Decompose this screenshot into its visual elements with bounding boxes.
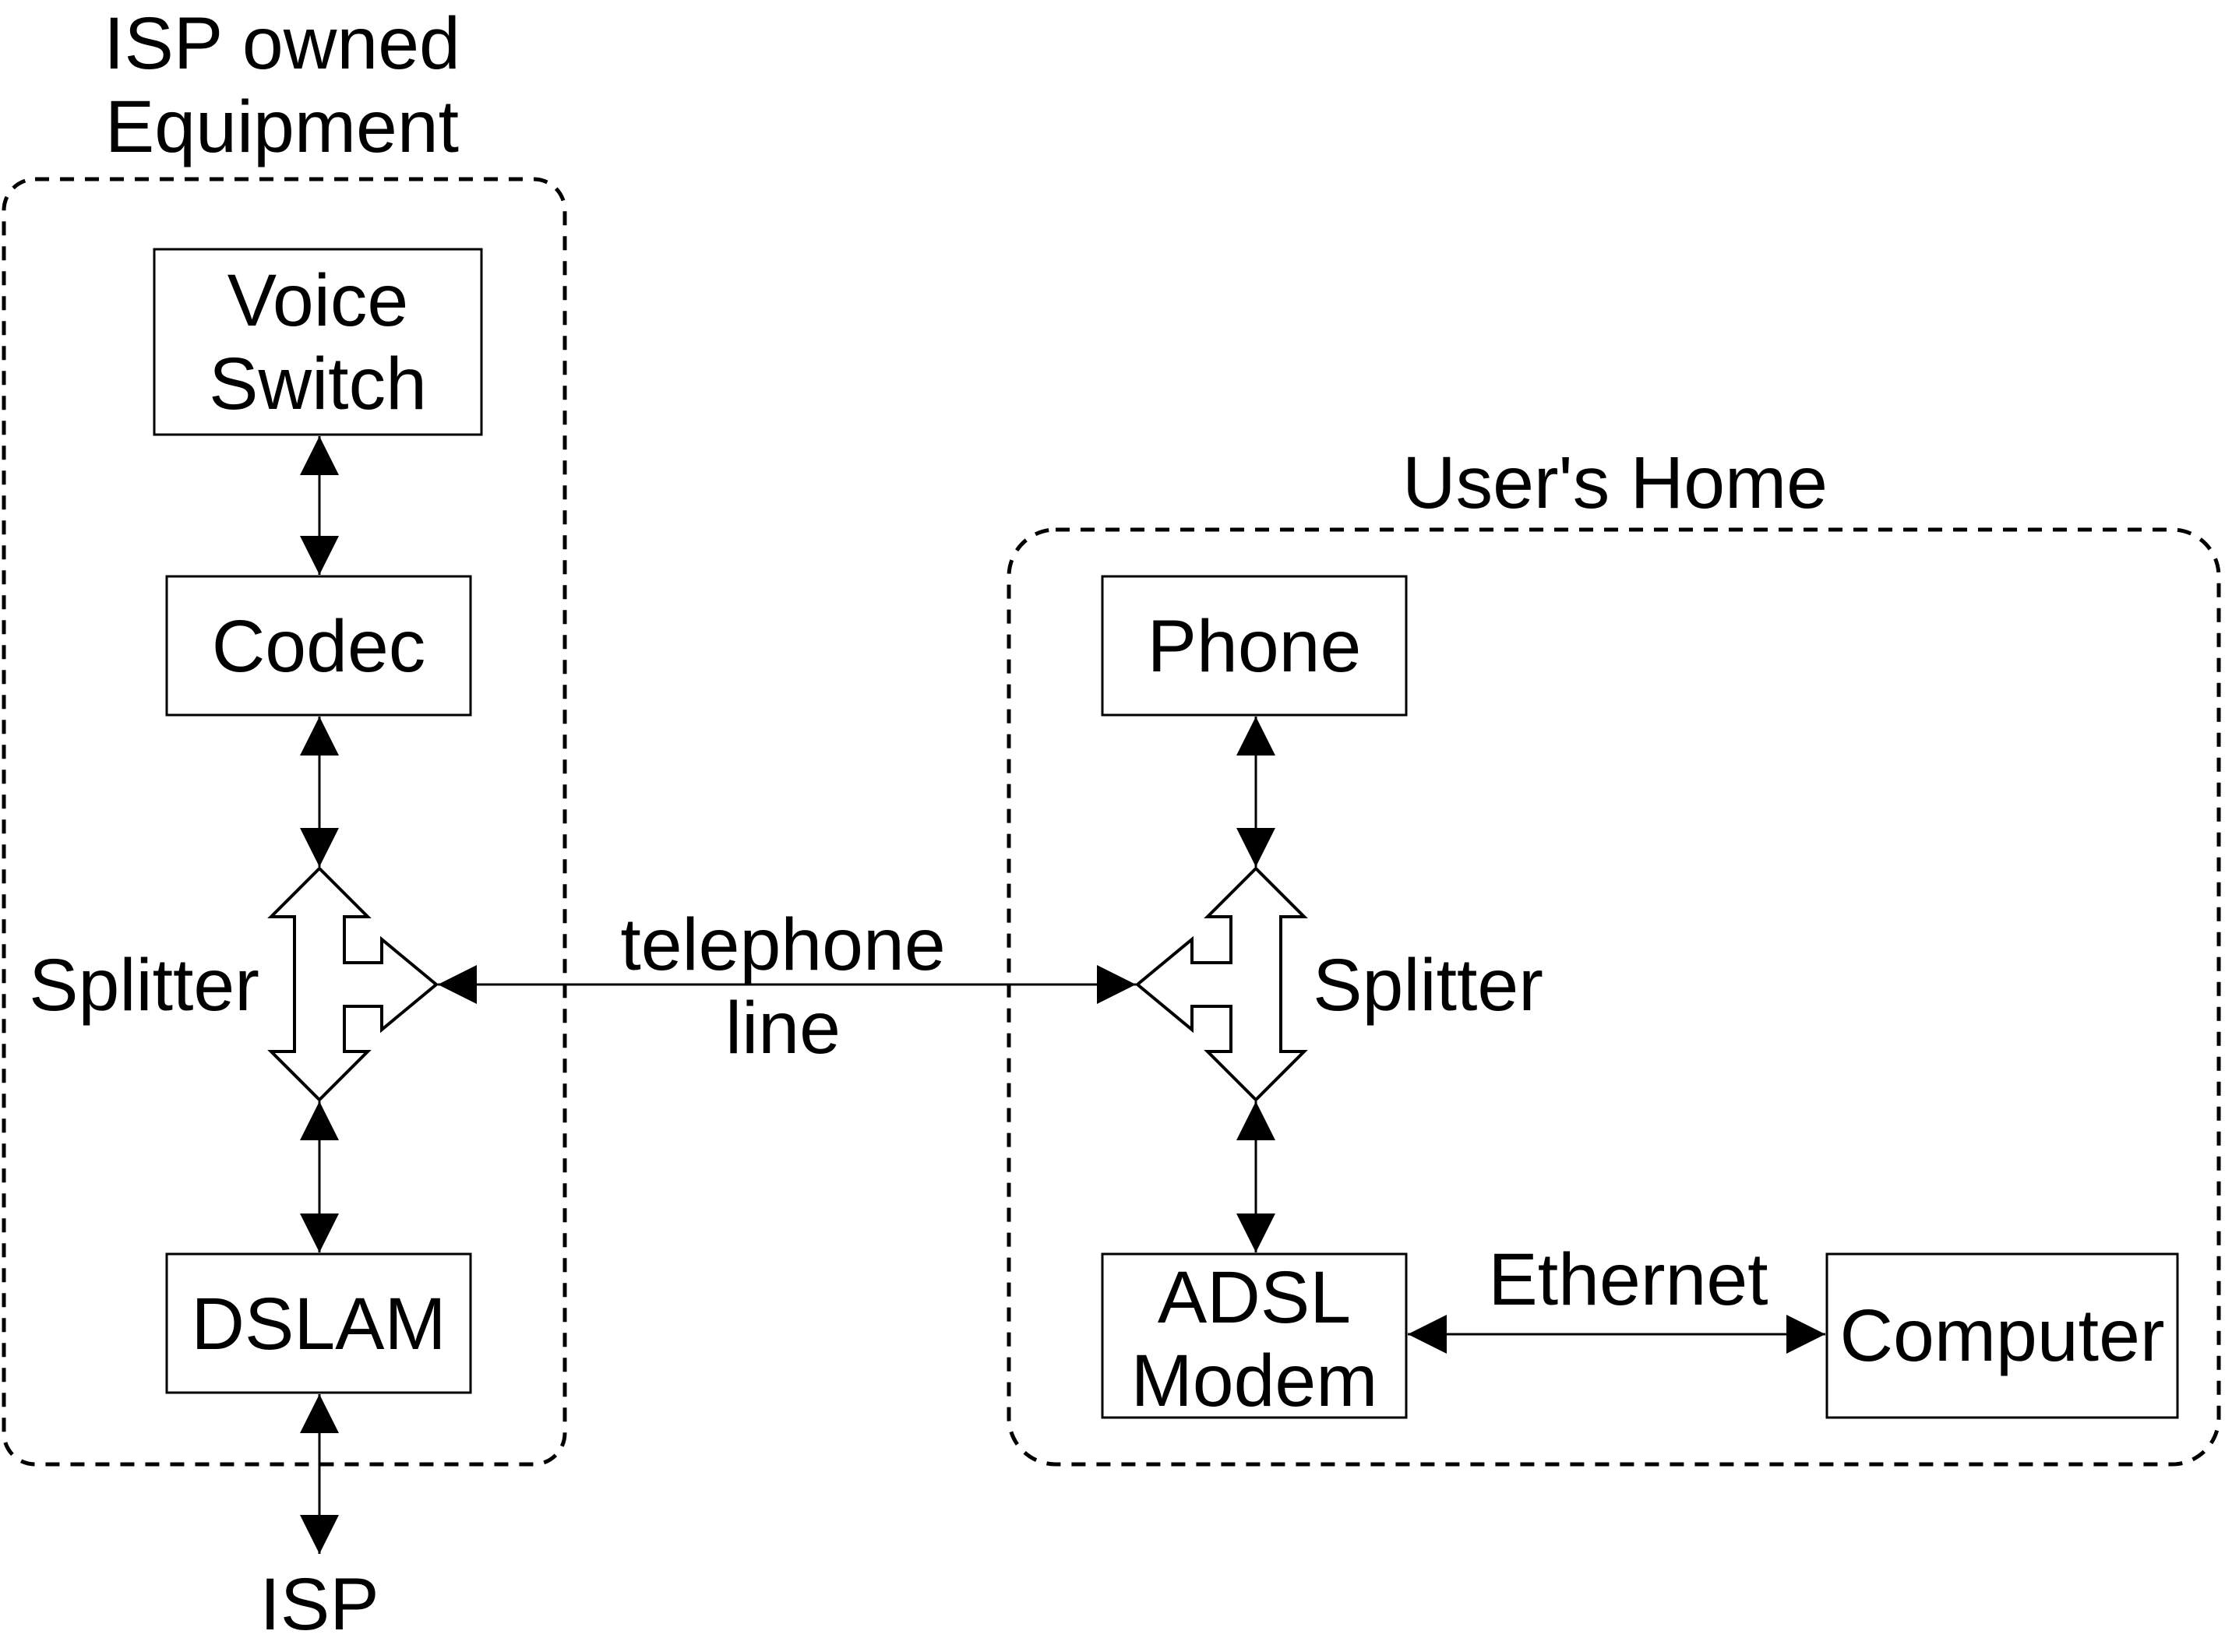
isp-external-label: ISP [259,1563,379,1646]
home-splitter-icon [1134,866,1308,1102]
isp-splitter-icon [267,866,439,1102]
isp-group-title-line2: Equipment [105,86,459,168]
ethernet-label: Ethernet [1488,1238,1768,1321]
adsl-modem-node: ADSL Modem [1101,1252,1408,1422]
isp-group-title-line1: ISP owned [104,2,460,85]
voice-switch-label-line2: Switch [209,343,427,425]
home-group-title: User's Home [1402,442,1828,524]
computer-node: Computer [1825,1252,2179,1419]
voice-switch-node: Voice Switch [153,248,483,436]
dslam-label: DSLAM [191,1283,446,1365]
isp-equipment-group [2,177,567,1467]
computer-label: Computer [1839,1294,2164,1377]
dslam-node: DSLAM [165,1252,472,1394]
codec-label: Codec [212,605,426,688]
home-splitter-label: Splitter [1313,944,1543,1027]
telephone-line-label-line2: line [725,987,841,1069]
telephone-line-label-line1: telephone [620,903,945,986]
isp-splitter-label: Splitter [29,944,259,1027]
codec-node: Codec [165,575,472,717]
phone-label: Phone [1148,605,1362,688]
adsl-modem-label-line1: ADSL [1158,1256,1351,1339]
voice-switch-label-line1: Voice [227,259,408,342]
adsl-modem-label-line2: Modem [1131,1340,1378,1422]
phone-node: Phone [1101,575,1408,717]
